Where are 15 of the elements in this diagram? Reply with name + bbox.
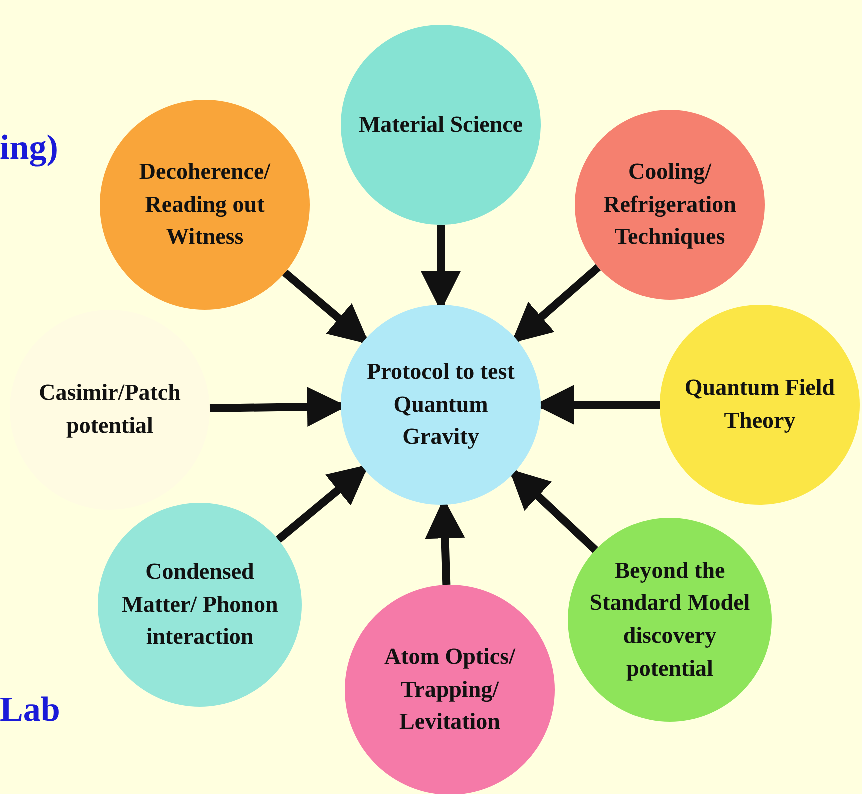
arrow xyxy=(509,469,598,554)
topic-text: Condensed Matter/ Phonon interaction xyxy=(120,558,280,652)
topic-text: Quantum Field Theory xyxy=(684,374,836,435)
topic-text: Protocol to test Quantum Gravity xyxy=(366,358,516,452)
cut-off-heading: ing) xyxy=(0,128,58,168)
cut-off-heading: Lab xyxy=(0,690,60,730)
arrow xyxy=(512,264,602,344)
topic-text: Casimir/Patch potential xyxy=(38,379,182,440)
topic-text: Cooling/ Refrigeration Techniques xyxy=(602,158,738,252)
topic-text: Material Science xyxy=(358,110,524,139)
topic-text: Beyond the Standard Model discovery potential xyxy=(588,556,752,683)
arrow xyxy=(282,270,370,344)
arrow xyxy=(276,464,369,543)
topic-text: Decoherence/ Reading out Witness xyxy=(138,158,272,252)
topic-text: Atom Optics/ Trapping/ Levitation xyxy=(384,643,517,736)
